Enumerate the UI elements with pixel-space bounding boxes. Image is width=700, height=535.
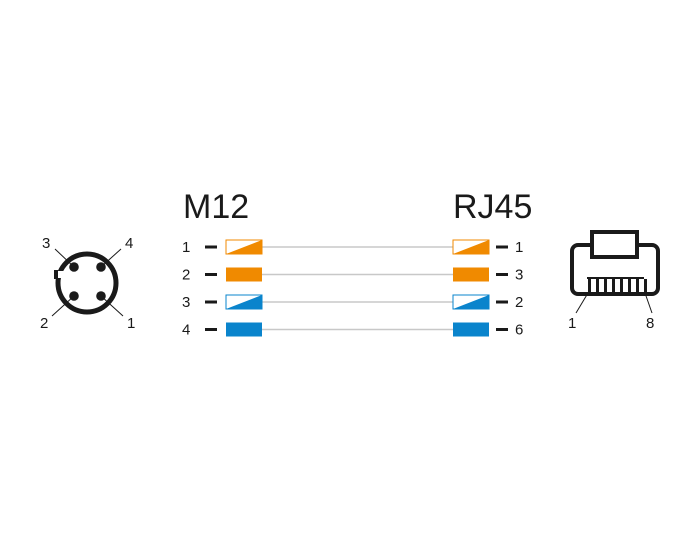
- rj45-contact: [636, 279, 639, 293]
- rj45-wire-end-fill: [453, 267, 489, 282]
- m12-wire-end: [225, 239, 263, 255]
- m12-pin-label: 2: [182, 267, 190, 284]
- m12-pin-label: 1: [182, 239, 190, 256]
- m12-face-label-1: 1: [127, 315, 135, 332]
- m12-title: M12: [183, 188, 249, 226]
- rj45-contacts: [587, 277, 647, 293]
- rj45-contact: [612, 279, 615, 293]
- rj45-contact: [620, 279, 623, 293]
- rj45-pin-label: 6: [515, 322, 523, 339]
- m12-face-label-2: 2: [40, 315, 48, 332]
- m12-wire-end-stripe: [226, 240, 262, 254]
- m12-face-label-3: 3: [42, 235, 50, 252]
- rj45-wire-end-stripe: [453, 295, 489, 309]
- m12-face-label-4: 4: [125, 235, 133, 252]
- rj45-contact: [604, 279, 607, 293]
- rj45-face-label-8: 8: [646, 315, 654, 332]
- rj45-wire-end: [452, 294, 490, 310]
- rj45-wire-end-fill: [453, 322, 489, 337]
- rj45-leader-1: [575, 292, 589, 314]
- rj45-contact: [628, 279, 631, 293]
- m12-wire-end-stripe: [226, 295, 262, 309]
- rj45-face-label-1: 1: [568, 315, 576, 332]
- rj45-wire-end: [452, 239, 490, 255]
- m12-wire-end: [225, 294, 263, 310]
- rj45-contact: [644, 279, 647, 293]
- rj45-wire-end-stripe: [453, 240, 489, 254]
- m12-pin-label: 4: [182, 322, 190, 339]
- rj45-pin-label: 1: [515, 239, 523, 256]
- m12-wire-end-fill: [226, 322, 262, 337]
- rj45-pin-label: 3: [515, 267, 523, 284]
- m12-leader-2: [51, 295, 75, 317]
- m12-wire-end-fill: [226, 267, 262, 282]
- m12-leader-3: [54, 248, 75, 268]
- m12-wire-end: [226, 322, 262, 337]
- rj45-pin-label: 2: [515, 294, 523, 311]
- m12-wire-end: [226, 267, 262, 282]
- rj45-leader-8: [644, 292, 653, 314]
- rj45-contact: [588, 279, 591, 293]
- m12-connector-face: 3 4 2 1: [40, 235, 135, 332]
- rj45-wire-end: [453, 322, 489, 337]
- rj45-contact: [596, 279, 599, 293]
- m12-housing: [55, 251, 119, 315]
- rj45-title: RJ45: [453, 188, 532, 226]
- m12-key-notch: [54, 271, 64, 278]
- rj45-wire-end: [453, 267, 489, 282]
- m12-leader-4: [100, 248, 122, 268]
- rj45-connector-face: 1 8: [568, 230, 660, 332]
- rj45-latch: [590, 230, 639, 259]
- m12-pin-label: 3: [182, 294, 190, 311]
- m12-leader-1: [100, 295, 124, 317]
